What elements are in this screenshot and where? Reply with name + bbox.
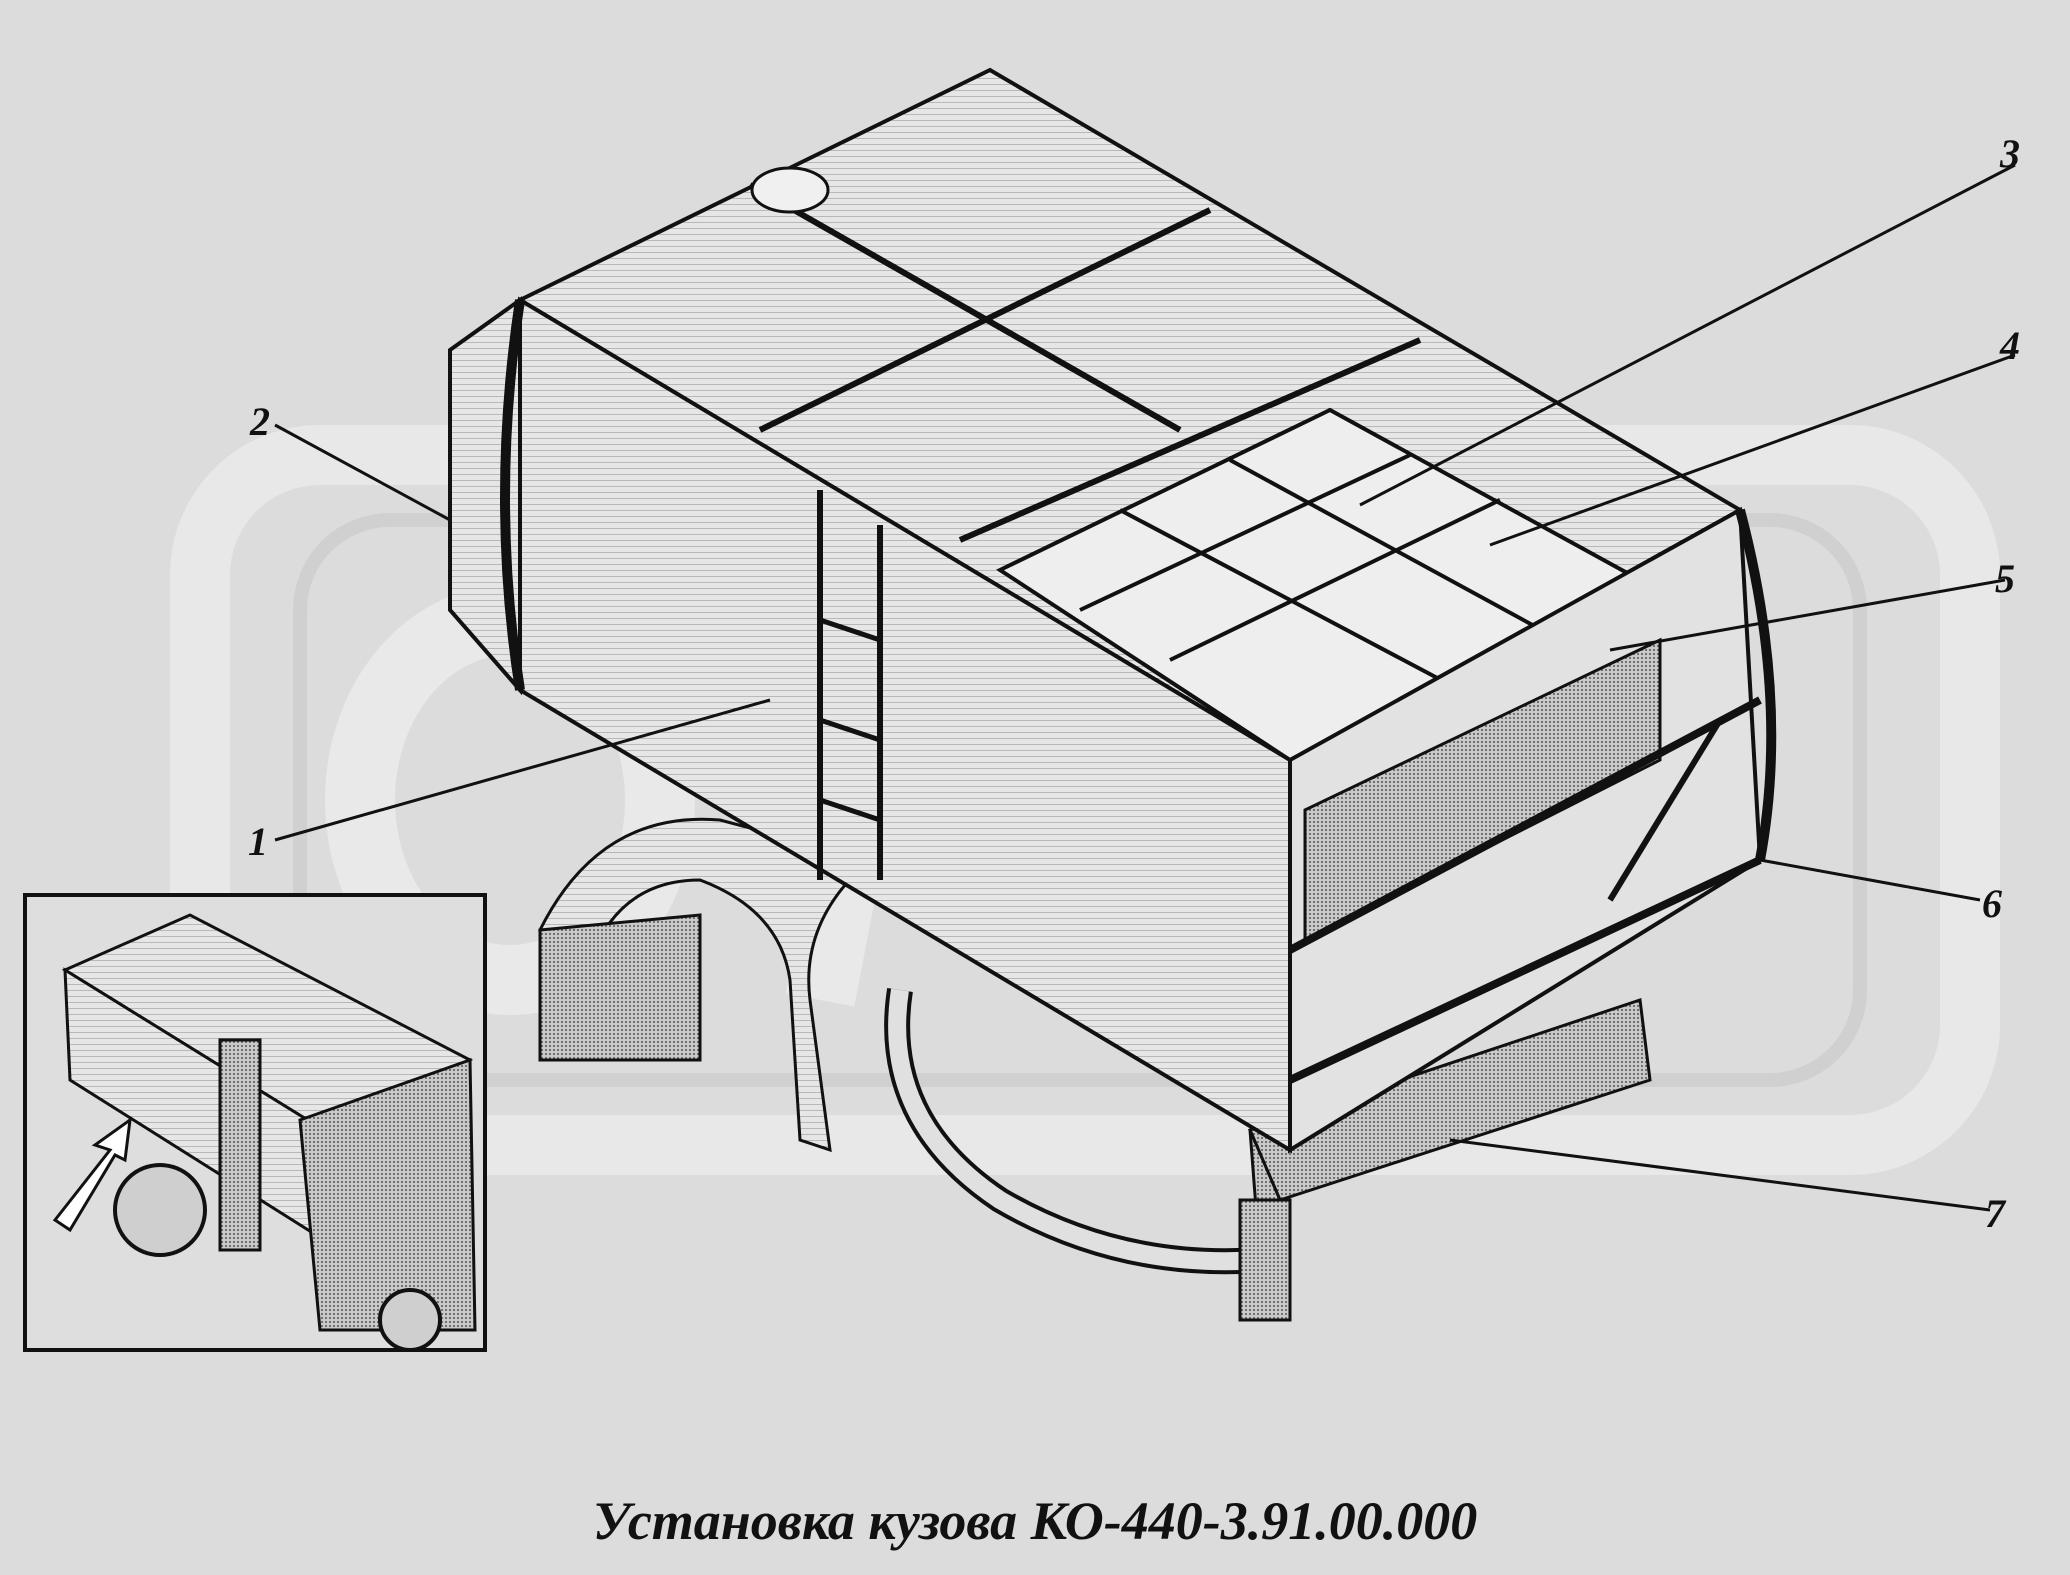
callout-4: 4 bbox=[2000, 323, 2020, 368]
pointer-arrow-icon bbox=[52, 1116, 132, 1233]
callout-1: 1 bbox=[248, 819, 268, 864]
garbage-truck-body bbox=[448, 67, 1777, 1154]
chassis-subframe bbox=[884, 988, 1652, 1322]
callout-3: 3 bbox=[2000, 131, 2020, 176]
inset-truck-view bbox=[23, 893, 487, 1352]
callout-5: 5 bbox=[1995, 556, 2015, 601]
drawing-caption: Установка кузова КО-440-3.91.00.000 bbox=[592, 1491, 1478, 1551]
callout-6: 6 bbox=[1982, 881, 2002, 926]
leader-lines bbox=[274, 163, 2016, 1212]
wheel-arch-fender bbox=[538, 817, 874, 1153]
callout-7: 7 bbox=[1985, 1191, 2005, 1236]
callout-2: 2 bbox=[250, 399, 270, 444]
